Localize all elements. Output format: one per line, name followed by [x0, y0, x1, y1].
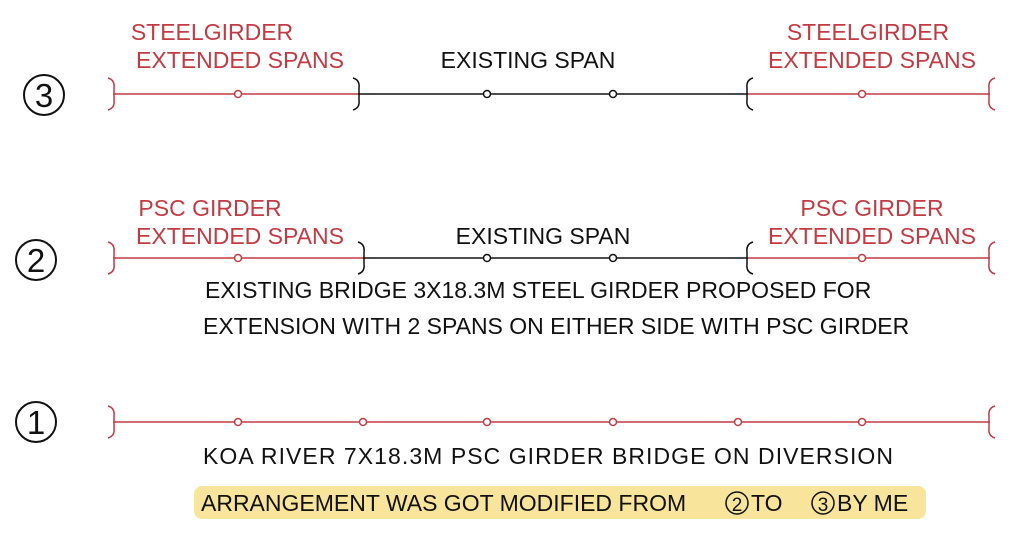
- caption-line-1: EXISTING BRIDGE 3X18.3M STEEL GIRDER PRO…: [205, 277, 871, 303]
- pier: [733, 417, 743, 427]
- note-circle-from: [725, 491, 749, 515]
- note-part-3: BY ME: [837, 490, 908, 516]
- left-label-1: PSC GIRDER: [138, 195, 281, 221]
- row-number-circle: [15, 239, 57, 281]
- right-label-2: EXTENDED SPANS: [768, 47, 976, 73]
- row-1: 1 KOA RIVER 7X18.3M PSC GIRDER BRIDGE ON…: [15, 401, 996, 469]
- pier: [482, 89, 492, 99]
- pier: [233, 253, 243, 263]
- pier: [482, 417, 492, 427]
- pier: [857, 417, 867, 427]
- right-label-2: EXTENDED SPANS: [768, 223, 976, 249]
- abutment-right: [988, 77, 996, 111]
- note-to: 3: [818, 495, 829, 516]
- row-3: 3 STEELGIRDER EXTENDED SPANS EXISTING SP…: [23, 19, 996, 116]
- left-label-2: EXTENDED SPANS: [136, 47, 344, 73]
- note-part-1: ARRANGEMENT WAS GOT MODIFIED FROM: [201, 490, 686, 516]
- note-circle-to: [811, 491, 835, 515]
- pier: [233, 417, 243, 427]
- pier: [608, 417, 618, 427]
- left-label-2: EXTENDED SPANS: [136, 223, 344, 249]
- row-number: 3: [35, 77, 53, 114]
- joint-left: [357, 241, 365, 275]
- row-number-circle: [15, 401, 57, 443]
- caption: KOA RIVER 7X18.3M PSC GIRDER BRIDGE ON D…: [203, 443, 893, 469]
- note-part-2: TO: [751, 490, 783, 516]
- joint-left: [352, 77, 360, 111]
- pier: [608, 253, 618, 263]
- right-label-1: PSC GIRDER: [800, 195, 943, 221]
- pier: [358, 417, 368, 427]
- right-label-1: STEELGIRDER: [787, 19, 949, 45]
- left-label-1: STEELGIRDER: [131, 19, 293, 45]
- joint-right: [746, 241, 754, 275]
- abutment-left: [107, 405, 115, 439]
- abutment-left: [107, 77, 115, 111]
- pier: [608, 89, 618, 99]
- abutment-left: [107, 241, 115, 275]
- caption-line-2: EXTENSION WITH 2 SPANS ON EITHER SIDE WI…: [203, 313, 909, 339]
- row-number: 1: [27, 404, 45, 441]
- row-number-circle: [23, 74, 65, 116]
- pier: [857, 89, 867, 99]
- note-from: 2: [732, 495, 743, 516]
- highlighted-note: ARRANGEMENT WAS GOT MODIFIED FROM 2 TO 3…: [194, 486, 926, 519]
- pier: [482, 253, 492, 263]
- pier: [857, 253, 867, 263]
- pier: [233, 89, 243, 99]
- middle-label: EXISTING SPAN: [456, 223, 631, 249]
- row-number: 2: [27, 242, 45, 279]
- abutment-right: [988, 241, 996, 275]
- row-2: 2 PSC GIRDER EXTENDED SPANS EXISTING SPA…: [15, 195, 996, 339]
- abutment-right: [988, 405, 996, 439]
- middle-label: EXISTING SPAN: [441, 47, 616, 73]
- joint-right: [746, 77, 754, 111]
